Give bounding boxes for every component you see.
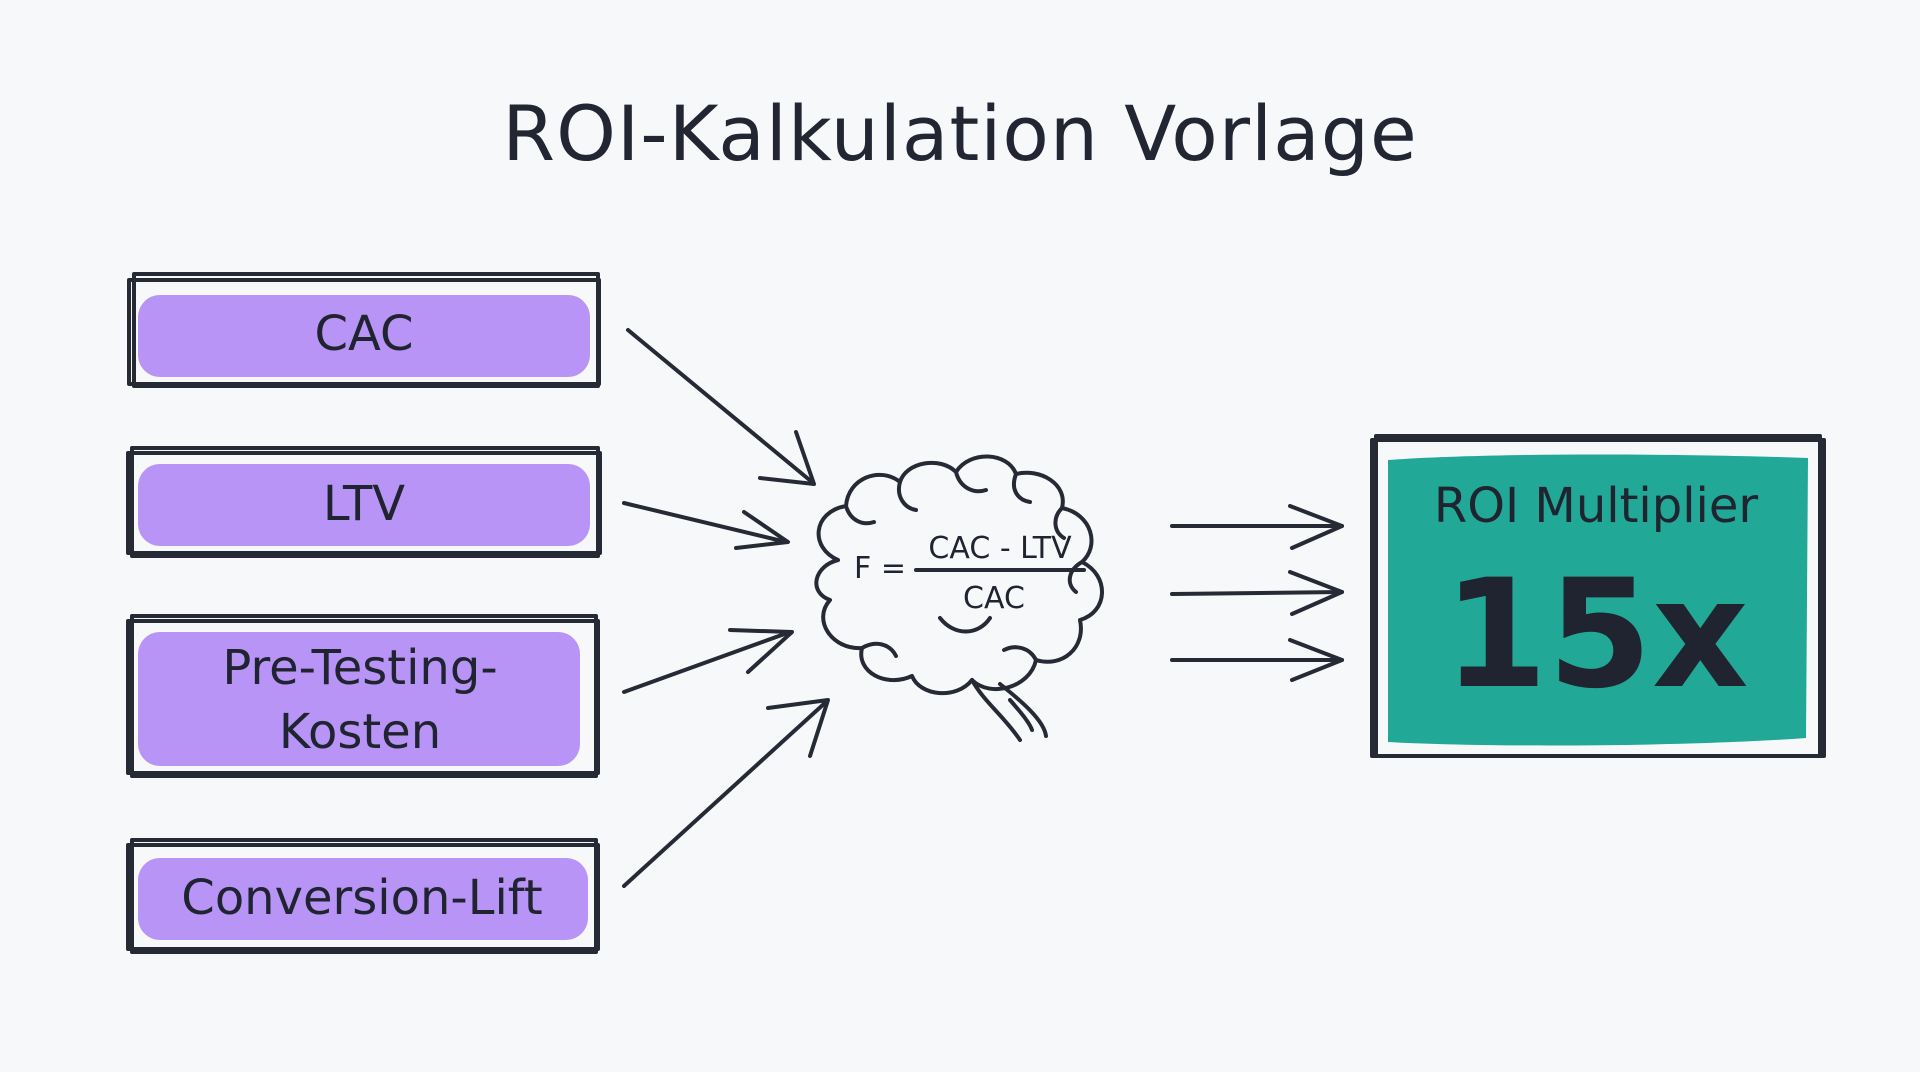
input-label-cac: CAC bbox=[314, 306, 413, 362]
output-arrow-1 bbox=[1170, 504, 1344, 550]
input-arrow-cac bbox=[626, 328, 816, 486]
input-box-ltv: LTV bbox=[126, 446, 602, 558]
input-arrow-pre-testing bbox=[622, 628, 794, 694]
formula-denominator: CAC bbox=[963, 581, 1025, 616]
brain-icon: F = CAC - LTV CAC bbox=[814, 454, 1104, 742]
output-label: ROI Multiplier bbox=[1434, 478, 1759, 534]
input-box-pre-testing-kosten: Pre-Testing- Kosten bbox=[126, 614, 600, 778]
formula-lhs: F = bbox=[854, 551, 906, 586]
input-label-pre-testing-line2: Kosten bbox=[279, 704, 441, 760]
input-label-ltv: LTV bbox=[323, 476, 405, 532]
input-box-conversion-lift: Conversion-Lift bbox=[126, 838, 600, 954]
input-label-pre-testing-line1: Pre-Testing- bbox=[222, 640, 497, 696]
formula-numerator: CAC - LTV bbox=[928, 531, 1072, 566]
output-value: 15x bbox=[1443, 548, 1749, 722]
output-box: ROI Multiplier 15x bbox=[1370, 434, 1826, 758]
output-arrow-2 bbox=[1170, 570, 1344, 616]
input-box-cac: CAC bbox=[127, 272, 601, 388]
input-arrow-conversion-lift bbox=[622, 698, 830, 888]
input-label-conversion-lift: Conversion-Lift bbox=[181, 870, 542, 926]
input-arrow-ltv bbox=[622, 501, 790, 550]
output-arrow-3 bbox=[1170, 638, 1344, 682]
diagram-title: ROI-Kalkulation Vorlage bbox=[502, 89, 1417, 178]
